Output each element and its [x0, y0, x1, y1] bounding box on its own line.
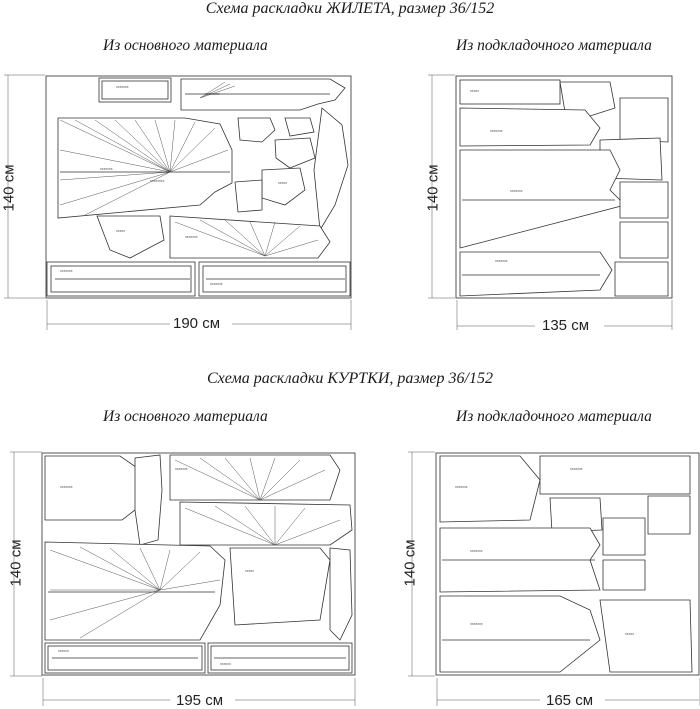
- svg-text:ХХХХХ: ХХХХХ: [470, 90, 479, 93]
- svg-text:ХХХХХ: ХХХХХ: [278, 182, 287, 185]
- svg-text:ХХХХХХХ: ХХХХХХХ: [495, 260, 508, 263]
- svg-text:ХХХХХХХ: ХХХХХХХ: [570, 468, 583, 471]
- svg-text:ХХХХХХХ: ХХХХХХХ: [116, 86, 129, 89]
- vest-main-subtitle: Из основного материала: [103, 37, 268, 54]
- svg-text:ХХХХХХХ: ХХХХХХХ: [470, 550, 483, 553]
- svg-text:ХХХХХХ: ХХХХХХ: [58, 650, 69, 653]
- jacket-lining-diagram: ХХХХХХХ ХХХХХХХ ХХХХХХХ ХХХХХХХ ХХХХХ: [408, 451, 700, 706]
- jacket-lining-subtitle: Из подкладочного материала: [456, 408, 652, 425]
- jacket-main-subtitle: Из основного материала: [103, 408, 268, 425]
- jacket-main-diagram: ХХХХХХХ ХХХХХХХ ХХХХХ ХХХХХХ ХХХХХХ: [10, 451, 356, 706]
- jacket-main-width-label: 195 см: [176, 692, 224, 709]
- svg-text:ХХХХХХХХ: ХХХХХХХХ: [205, 93, 220, 96]
- vest-lining-width-label: 135 см: [542, 317, 590, 334]
- svg-text:ХХХХХХХ: ХХХХХХХ: [510, 190, 523, 193]
- svg-text:ХХХХХ: ХХХХХ: [245, 570, 254, 573]
- svg-text:ХХХХХХХ: ХХХХХХХ: [455, 486, 468, 489]
- jacket-layout-title: Схема раскладки КУРТКИ, размер 36/152: [207, 370, 493, 387]
- svg-text:ХХХХХХХ: ХХХХХХХ: [100, 168, 113, 171]
- svg-text:ХХХХХХХ: ХХХХХХХ: [210, 283, 223, 286]
- svg-text:ХХХХХХ: ХХХХХХ: [220, 663, 231, 666]
- svg-text:ХХХХХХХХ: ХХХХХХХХ: [150, 180, 165, 183]
- vest-layout-title: Схема раскладки ЖИЛЕТА, размер 36/152: [205, 0, 495, 17]
- vest-lining-subtitle: Из подкладочного материала: [456, 37, 652, 54]
- svg-text:ХХХХХХХ: ХХХХХХХ: [490, 130, 503, 133]
- svg-text:ХХХХХХХ: ХХХХХХХ: [175, 468, 188, 471]
- svg-text:ХХХХХХХ: ХХХХХХХ: [60, 486, 73, 489]
- vest-lining-diagram: ХХХХХ ХХХХХХХ ХХХХХХХ ХХХХХХХ: [428, 74, 673, 330]
- svg-text:ХХХХХХХ: ХХХХХХХ: [470, 623, 483, 626]
- svg-text:ХХХХХХХ: ХХХХХХХ: [60, 270, 73, 273]
- svg-text:ХХХХХ: ХХХХХ: [116, 230, 125, 233]
- vest-main-width-label: 190 см: [173, 315, 221, 332]
- svg-text:ХХХХХ: ХХХХХ: [625, 633, 634, 636]
- vest-main-diagram: ХХХХХХХ ХХХХХХХХ ХХХХХХХ ХХХХХХХХ ХХХХХ …: [4, 74, 352, 330]
- svg-text:ХХХХХХХ: ХХХХХХХ: [185, 236, 198, 239]
- jacket-lining-width-label: 165 см: [546, 692, 594, 709]
